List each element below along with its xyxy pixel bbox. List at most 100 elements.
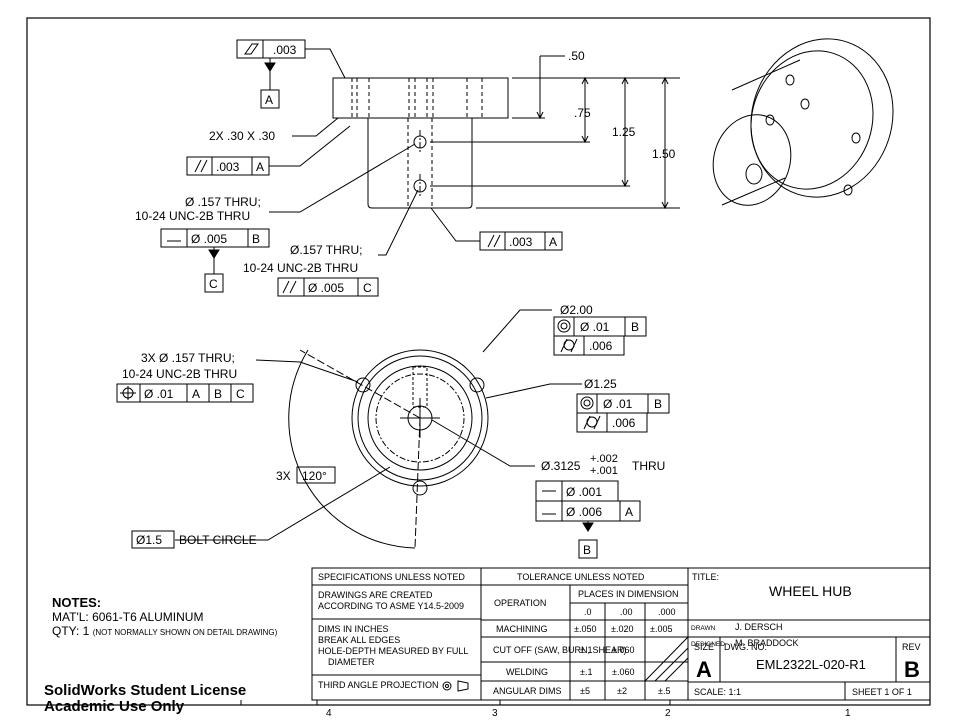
flatness-value: .003 bbox=[273, 43, 297, 57]
hole1-line1: Ø .157 THRU; bbox=[185, 195, 261, 209]
row-angular-c: ±.5 bbox=[658, 686, 670, 696]
bore-plus: +.002 bbox=[590, 453, 618, 465]
notes-block: NOTES: MAT'L: 6061-T6 ALUMINUM QTY: 1 (N… bbox=[52, 596, 277, 640]
designed-name: M. BRADDOCK bbox=[735, 638, 799, 648]
notes-header: NOTES: bbox=[52, 595, 102, 610]
row-machining-a: ±.050 bbox=[574, 624, 596, 634]
datum-a-label: A bbox=[265, 93, 273, 107]
designed-label: DESIGNED bbox=[691, 641, 725, 648]
row-welding-a: ±.1 bbox=[580, 667, 592, 677]
d200-label: Ø2.00 bbox=[560, 303, 593, 317]
bore-thru: THRU bbox=[632, 459, 665, 473]
front-view bbox=[288, 349, 489, 549]
hole1-ref: B bbox=[252, 232, 260, 246]
angle-box bbox=[296, 466, 336, 484]
zone-2: 2 bbox=[665, 708, 671, 719]
pos-fcf-hole2 bbox=[277, 277, 379, 297]
place-3: .000 bbox=[658, 607, 676, 617]
row-cutoff-op: CUT OFF (SAW, BURN, SHEAR) bbox=[493, 645, 627, 655]
hole1-line2: 10-24 UNC-2B THRU bbox=[135, 209, 250, 223]
iso-hub-face bbox=[712, 114, 792, 206]
spec-line4: BREAK ALL EDGES bbox=[318, 635, 400, 645]
bolt-circle-dia: Ø1.5 bbox=[136, 533, 162, 547]
row-angular-b: ±2 bbox=[617, 686, 627, 696]
dim-125: 1.25 bbox=[612, 125, 636, 139]
scale: SCALE: 1:1 bbox=[694, 687, 741, 697]
notes-qty-note: (NOT NORMALLY SHOWN ON DETAIL DRAWING) bbox=[92, 628, 278, 637]
row-machining-c: ±.005 bbox=[650, 624, 672, 634]
spec-line6: DIAMETER bbox=[328, 657, 375, 667]
parallel-a-ref: A bbox=[256, 160, 264, 174]
notes-qty: QTY: 1 bbox=[52, 624, 90, 638]
hole2-ref: C bbox=[363, 281, 372, 295]
bolt-circle-label: BOLT CIRCLE bbox=[179, 533, 257, 547]
parallel-right-ref: A bbox=[549, 235, 557, 249]
iso-bore bbox=[745, 163, 763, 185]
rev-label: REV bbox=[902, 642, 921, 652]
holes3x-tol: Ø .01 bbox=[144, 387, 174, 401]
dwg-label: DWG. NO. bbox=[724, 642, 767, 652]
drawn-name: J. DERSCH bbox=[735, 622, 783, 632]
cyl-fcf-200 bbox=[553, 335, 625, 356]
chamfer-note: 2X .30 X .30 bbox=[209, 129, 275, 143]
side-view bbox=[332, 55, 680, 210]
title-block bbox=[311, 567, 931, 701]
hole1-tol: Ø .005 bbox=[191, 232, 227, 246]
holes3x-line2: 10-24 UNC-2B THRU bbox=[122, 367, 237, 381]
bore-perp: Ø .006 bbox=[566, 505, 602, 519]
parallel-a-tol: .003 bbox=[216, 160, 240, 174]
perp-fcf-hole1 bbox=[160, 228, 270, 248]
size-value: A bbox=[696, 657, 712, 682]
row-welding-b: ±.060 bbox=[612, 667, 634, 677]
place-1: .0 bbox=[584, 607, 592, 617]
spec-line3: DIMS IN INCHES bbox=[318, 624, 389, 634]
d200-conc: Ø .01 bbox=[580, 320, 610, 334]
angle-value: 120° bbox=[302, 469, 327, 483]
parallel-right-tol: .003 bbox=[509, 235, 533, 249]
d200-ref: B bbox=[631, 320, 639, 334]
spec-line2: ACCORDING TO ASME Y14.5-2009 bbox=[318, 601, 464, 611]
zone-ticks bbox=[240, 700, 671, 705]
bolt-hole-left bbox=[355, 377, 371, 393]
row-cutoff-a: ±.1 bbox=[580, 645, 592, 655]
places-label: PLACES IN DIMENSION bbox=[578, 589, 679, 599]
license-line2: Academic Use Only bbox=[44, 698, 185, 715]
row-cutoff-b: ±.060 bbox=[612, 645, 634, 655]
spec-line1: DRAWINGS ARE CREATED bbox=[318, 590, 433, 600]
hole2-tol: Ø .005 bbox=[308, 281, 344, 295]
row-machining-b: ±.020 bbox=[611, 624, 633, 634]
bolt-hole-right bbox=[469, 377, 485, 393]
license-block: SolidWorks Student License Academic Use … bbox=[44, 683, 246, 715]
bolt-circle-box bbox=[131, 530, 175, 549]
dwg-number: EML2322L-020-R1 bbox=[756, 657, 866, 672]
row-machining-op: MACHINING bbox=[496, 624, 548, 634]
notes-qty-line: QTY: 1 (NOT NORMALLY SHOWN ON DETAIL DRA… bbox=[52, 624, 277, 640]
row-welding-op: WELDING bbox=[506, 667, 548, 677]
place-2: .00 bbox=[620, 607, 633, 617]
spec-header: SPECIFICATIONS UNLESS NOTED bbox=[318, 572, 465, 582]
rev-value: B bbox=[904, 657, 920, 682]
hub-outline bbox=[367, 118, 473, 209]
flange-outline bbox=[332, 77, 509, 119]
dim-075: .75 bbox=[574, 106, 591, 120]
datum-b-box bbox=[578, 539, 598, 559]
row-angular-op: ANGULAR DIMS bbox=[493, 686, 562, 696]
dim-150: 1.50 bbox=[652, 147, 676, 161]
title-label: TITLE: bbox=[692, 572, 719, 582]
holes3x-ref-c: C bbox=[236, 387, 245, 401]
hole2-line2: 10-24 UNC-2B THRU bbox=[243, 261, 358, 275]
pos-fcf-3x bbox=[116, 383, 254, 403]
bore-minus: +.001 bbox=[590, 465, 618, 477]
third-angle: THIRD ANGLE PROJECTION bbox=[318, 680, 439, 690]
side-callouts bbox=[160, 39, 563, 297]
holes3x-ref-a: A bbox=[192, 387, 200, 401]
front-callouts bbox=[116, 309, 670, 559]
hole2-line1: Ø.157 THRU; bbox=[290, 243, 362, 257]
notes-material: MAT'L: 6061-T6 ALUMINUM bbox=[52, 610, 204, 624]
d125-conc: Ø .01 bbox=[603, 397, 633, 411]
zone-1: 1 bbox=[845, 708, 851, 719]
datum-b-label: B bbox=[583, 543, 591, 557]
zone-3: 3 bbox=[492, 708, 498, 719]
parallel-fcf-right bbox=[479, 231, 563, 251]
